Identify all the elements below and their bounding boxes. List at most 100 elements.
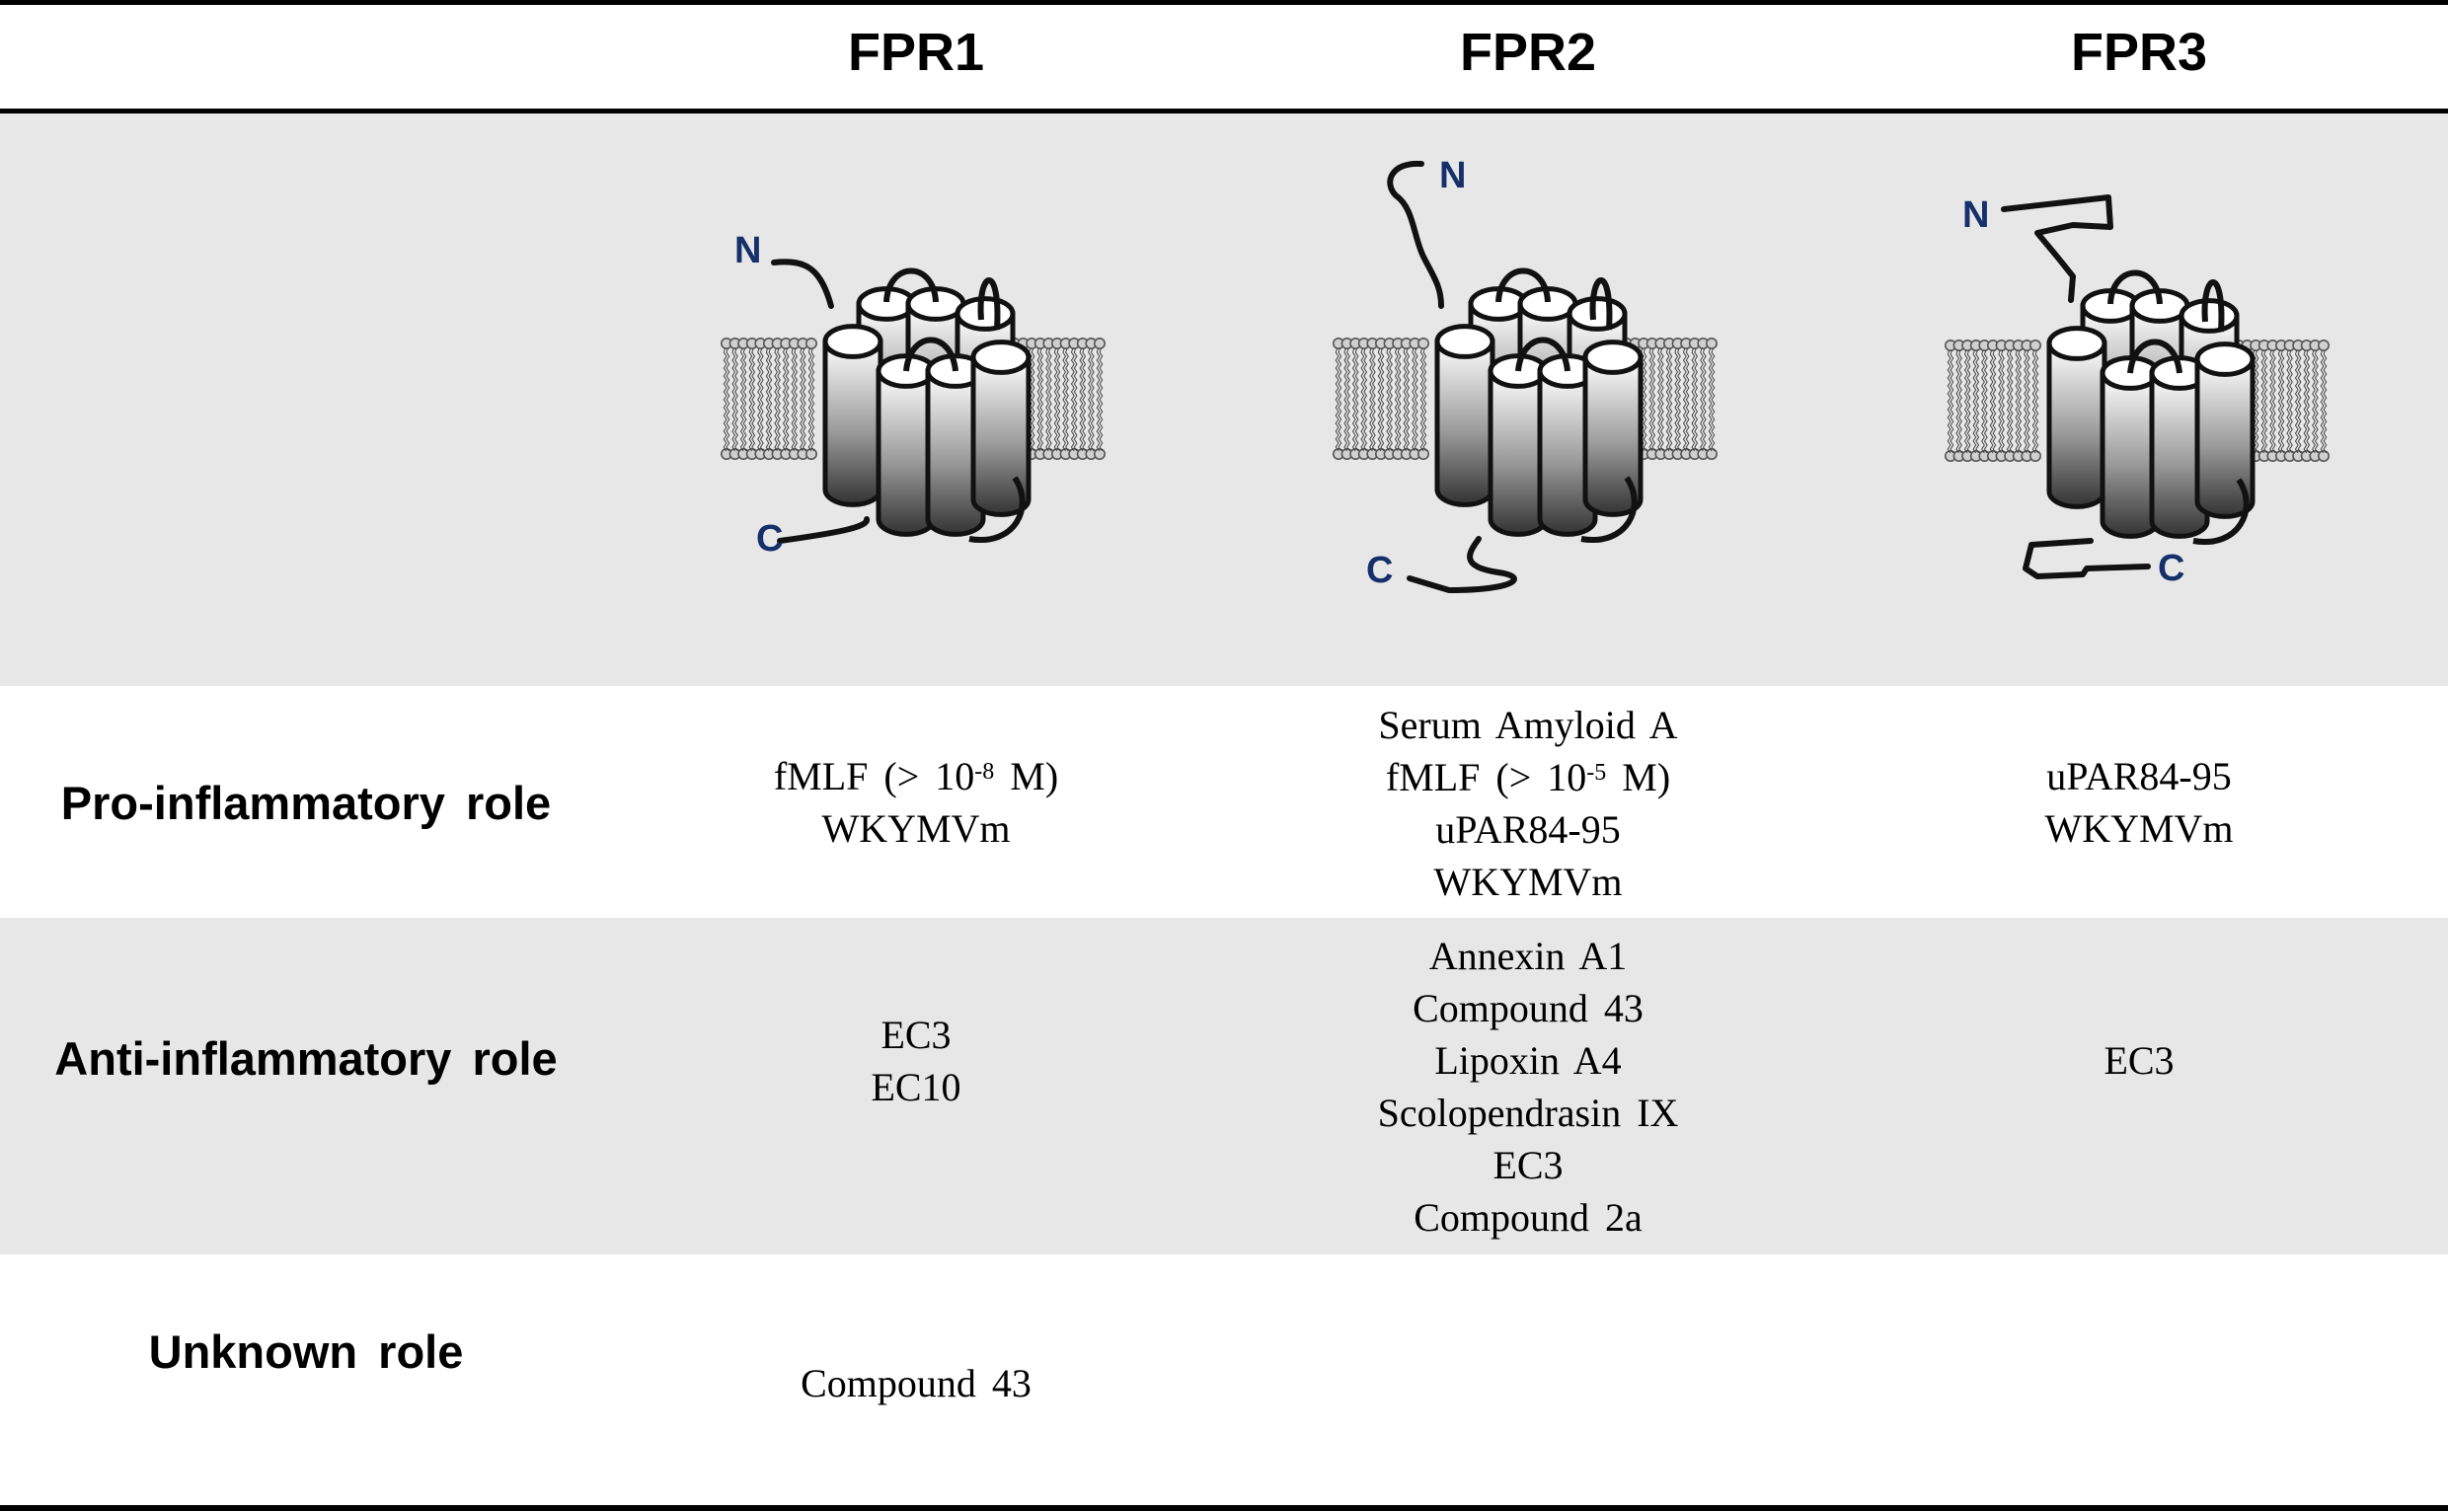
lipid-tail (1096, 347, 1101, 452)
intracellular-loop (2192, 478, 2250, 546)
lipid-tail (1380, 347, 1385, 452)
n-terminal-label: N (1962, 194, 1989, 236)
lipid-head (805, 448, 818, 461)
cell-line-text: EC10 (871, 1065, 961, 1109)
lipid-tail (1031, 347, 1035, 452)
lipid-tail (810, 347, 815, 452)
cell-line-text: Compound 43 (1413, 986, 1644, 1030)
lipid-tail (1099, 347, 1104, 452)
lipid-tail (791, 347, 796, 452)
lipid-tail (1950, 349, 1954, 454)
cell-line-text: uPAR84-95 (2046, 754, 2232, 798)
lipid-tail (1082, 347, 1087, 452)
lipid-tail (2009, 349, 2014, 454)
lipid-tail (734, 347, 738, 452)
cell-line-text: EC3 (2104, 1038, 2175, 1083)
lipid-tail (1702, 347, 1707, 452)
lipid-tail (2024, 349, 2027, 454)
cell-line: EC3 (1252, 1139, 1804, 1191)
lipid-tail (1346, 347, 1350, 452)
cell-line: EC10 (640, 1061, 1192, 1113)
lipid-tail (731, 347, 736, 452)
helix-top (2046, 326, 2107, 361)
exponent: -8 (974, 759, 995, 785)
lipid-tail (802, 347, 806, 452)
lipid-tail (1363, 347, 1368, 452)
cell-line: WKYMVm (640, 802, 1192, 855)
c-terminal-tail (1407, 536, 1517, 593)
lipid-tail (1394, 347, 1399, 452)
cell-line-text: fMLF (> 10 (1385, 755, 1587, 799)
intracellular-loop (968, 476, 1026, 544)
lipid-tail (2312, 349, 2316, 454)
cell-line: WKYMVm (1252, 856, 1804, 908)
lipid-tail (1088, 347, 1092, 452)
lipid-tail (1972, 349, 1977, 454)
lipid-tail (1958, 349, 1962, 454)
cell-unknown-fpr1: Compound 43 (640, 1357, 1192, 1409)
lipid-tail (1643, 347, 1647, 452)
lipid-tail (2034, 349, 2039, 454)
lipid-tail (1963, 349, 1968, 454)
cell-line: Serum Amyloid A (1252, 699, 1804, 751)
cell-line-tail: M) (1606, 755, 1671, 799)
lipid-tail (1335, 347, 1339, 452)
helix-body (970, 354, 1032, 517)
lipid-tail (757, 347, 761, 452)
lipid-tail (748, 347, 753, 452)
helix-top (2179, 298, 2240, 334)
helix-body (1434, 339, 1495, 507)
lipid-tail (1657, 347, 1661, 452)
helix (2149, 355, 2210, 539)
n-terminal-label: N (734, 230, 761, 271)
lipid-tail (739, 347, 744, 452)
cell-line: WKYMVm (1863, 802, 2415, 855)
lipid-tail (1414, 347, 1418, 452)
lipid-tail (1992, 349, 1997, 454)
helix-body (2194, 356, 2256, 519)
lipid-tail (1677, 347, 1681, 452)
lipid-tail (2323, 349, 2328, 454)
n-terminal-label: N (1439, 155, 1466, 196)
lipid-tail (800, 347, 803, 452)
lipid-tail (1369, 347, 1373, 452)
lipid-tail (1665, 347, 1670, 452)
extracellular-loop (1515, 337, 1570, 372)
lipid-tail (1648, 347, 1653, 452)
lipid-head (2317, 449, 2330, 462)
helix-body (1537, 368, 1598, 537)
lipid-tail (2006, 349, 2011, 454)
helix-top (955, 296, 1016, 332)
cell-line: fMLF (> 10-8 M) (640, 750, 1192, 802)
extracellular-loop (883, 267, 939, 303)
lipid-tail (1674, 347, 1679, 452)
lipid-tail (1338, 347, 1342, 452)
lipid-tail (2294, 349, 2299, 454)
lipid-tail (1659, 347, 1664, 452)
exponent: -5 (1586, 760, 1607, 786)
lipid-tail (1065, 347, 1069, 452)
lipid-tail (1651, 347, 1656, 452)
helix-body (1582, 354, 1644, 517)
lipid-tail (1062, 347, 1067, 452)
lipid-tail (2255, 349, 2259, 454)
lipid-tail (1354, 347, 1359, 452)
lipid-tail (2280, 349, 2285, 454)
lipid-tail (1711, 347, 1716, 452)
lipid-tail (1070, 347, 1075, 452)
lipid-tail (1975, 349, 1980, 454)
lipid-tail (759, 347, 764, 452)
cell-line-text: Lipoxin A4 (1434, 1038, 1622, 1083)
lipid-tail (1955, 349, 1960, 454)
n-terminal-tail (771, 259, 834, 309)
lipid-tail (1685, 347, 1690, 452)
lipid-tail (1360, 347, 1365, 452)
extracellular-loop (2127, 339, 2182, 374)
helix (1434, 324, 1495, 507)
lipid-tail (2269, 349, 2273, 454)
header-rule (0, 109, 2448, 113)
lipid-head (2317, 340, 2330, 352)
n-terminal-tail (2001, 194, 2113, 303)
